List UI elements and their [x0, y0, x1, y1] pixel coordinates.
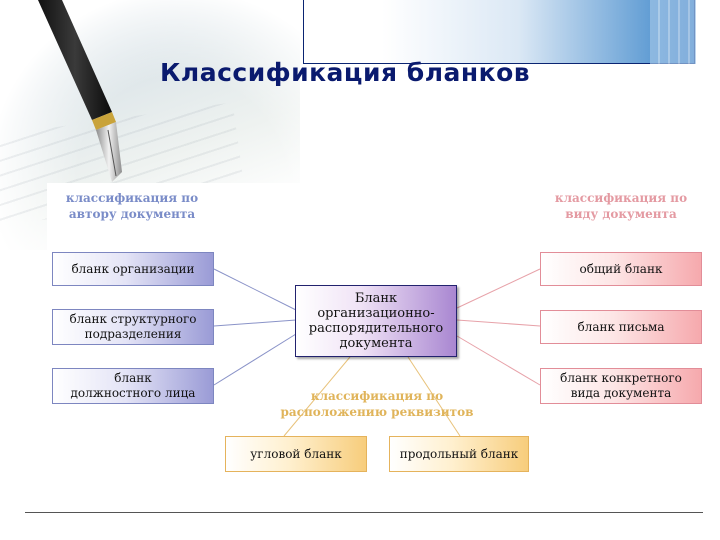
header-stripes	[650, 0, 696, 64]
box-label: угловой бланк	[250, 446, 342, 461]
center-line2: организационно-	[317, 306, 435, 321]
box-subdivision-blank: бланк структурного подразделения	[52, 309, 214, 345]
connector-right-3	[456, 335, 541, 386]
left-group-caption: классификация по автору документа	[52, 190, 212, 222]
box-official-blank: бланк должностного лица	[52, 368, 214, 404]
fountain-pen-icon	[38, 0, 122, 182]
bottom-group-caption: классификация по расположению реквизитов	[268, 388, 486, 420]
connector-left-2	[213, 319, 297, 327]
left-caption-line1: классификация по	[65, 191, 199, 205]
right-caption-line2: виду документа	[565, 207, 677, 221]
box-label-line1: бланк	[114, 371, 152, 385]
header-bar	[303, 0, 695, 64]
box-label-line2: должностного лица	[70, 386, 196, 400]
left-caption-line2: автору документа	[68, 207, 196, 221]
right-caption-line1: классификация по	[554, 191, 688, 205]
box-organization-blank: бланк организации	[52, 252, 214, 286]
box-longitudinal-blank: продольный бланк	[389, 436, 529, 472]
right-group-caption: классификация по виду документа	[540, 190, 702, 222]
bottom-caption-line1: классификация по	[310, 389, 444, 403]
box-label-line1: бланк структурного	[69, 312, 197, 326]
box-label: общий бланк	[579, 261, 663, 276]
center-line1: Бланк	[354, 291, 398, 306]
connector-left-1	[213, 268, 297, 311]
center-line4: документа	[339, 336, 413, 351]
box-label-line2: подразделения	[84, 327, 182, 341]
bottom-divider	[25, 512, 703, 513]
connector-left-3	[213, 333, 297, 386]
box-letter-blank: бланк письма	[540, 310, 702, 344]
box-center-document-blank: Бланк организационно- распорядительного …	[295, 285, 457, 357]
bottom-caption-line2: расположению реквизитов	[280, 405, 474, 419]
box-corner-blank: угловой бланк	[225, 436, 367, 472]
page-title: Классификация бланков	[160, 58, 531, 87]
box-label: продольный бланк	[399, 446, 519, 461]
box-label-line2: вида документа	[570, 386, 672, 400]
center-line3: распорядительного	[308, 321, 444, 336]
connector-right-2	[456, 319, 541, 327]
box-label: бланк организации	[71, 261, 195, 276]
connector-right-1	[456, 268, 541, 309]
box-specific-type-blank: бланк конкретного вида документа	[540, 368, 702, 404]
box-general-blank: общий бланк	[540, 252, 702, 286]
connector-bottom-1	[283, 356, 351, 437]
box-label-line1: бланк конкретного	[560, 371, 682, 385]
connector-bottom-2	[407, 356, 461, 437]
box-label: бланк письма	[577, 319, 665, 334]
